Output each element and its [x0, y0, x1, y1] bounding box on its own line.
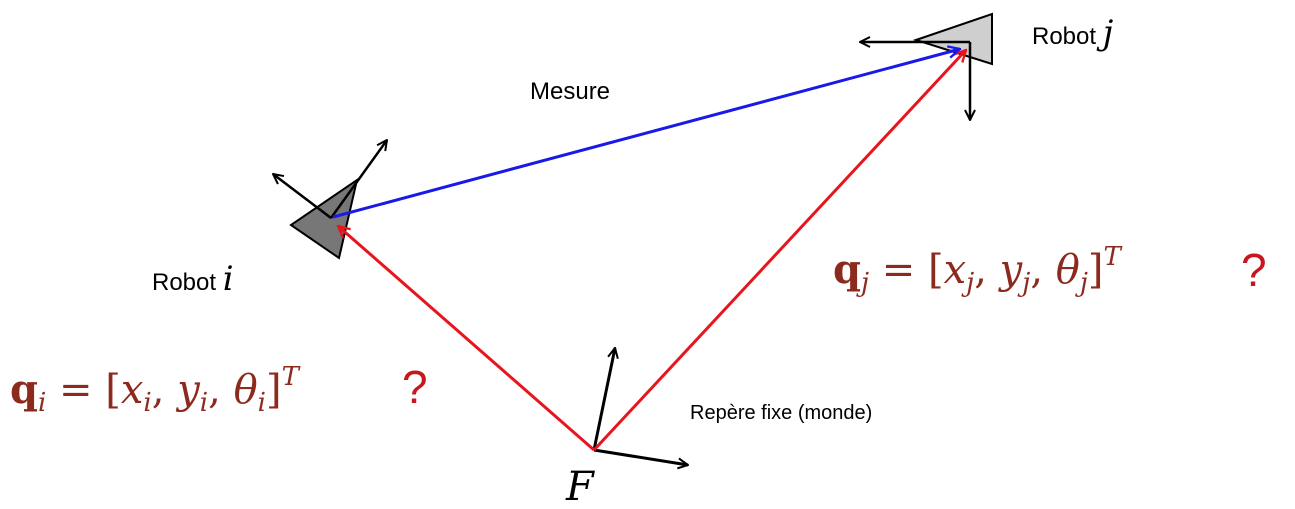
equation-qj: qj = [xj, yj, θj]T: [833, 242, 1123, 298]
robot-i-label: Robot i: [152, 259, 234, 299]
pose-vector-i: [338, 226, 595, 452]
robot-i-shape: [289, 177, 359, 260]
question-mark-qi: ?: [402, 361, 428, 413]
measure-label: Mesure: [530, 78, 610, 105]
robot-j-label: Robot j: [1032, 13, 1114, 53]
robot-i-axis-x: [329, 140, 387, 219]
equation-qi: qi = [xi, yi, θi]T: [10, 362, 301, 418]
robot-i-axis-y: [273, 174, 332, 219]
frame-symbol: F: [565, 464, 595, 509]
measure-vector: [332, 49, 960, 219]
frame-axis-x: [593, 448, 688, 465]
fixed-frame-label: Repère fixe (monde): [690, 402, 872, 424]
question-mark-qj: ?: [1241, 244, 1267, 296]
frame-axis-y: [592, 348, 615, 451]
pose-vector-j: [592, 50, 966, 452]
